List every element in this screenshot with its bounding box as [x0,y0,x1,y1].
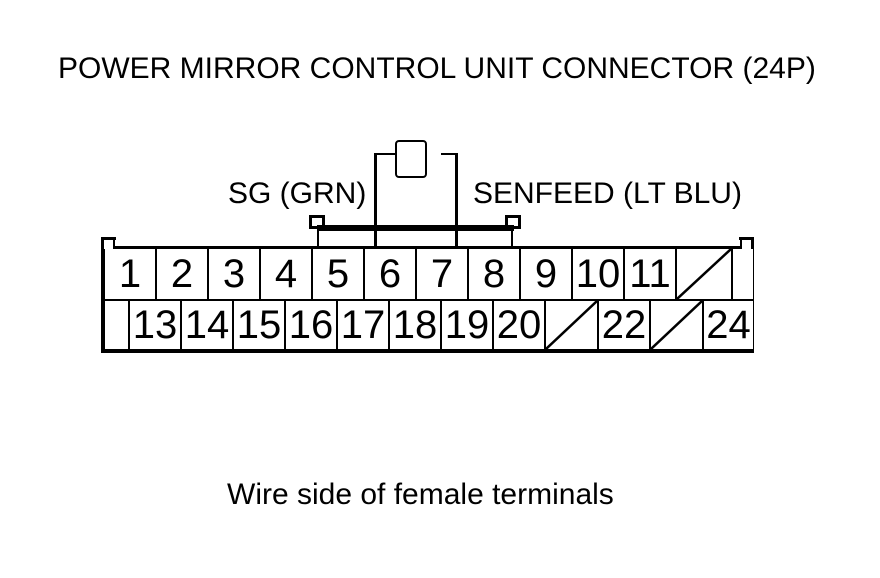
lock-bracket-left-leg [374,153,377,251]
connector-outline-top [113,246,742,249]
lock-bracket-right-leg [455,153,458,251]
diagonal-slash-icon [677,249,731,299]
pin-cell-4: 4 [259,249,311,299]
wire-side-caption: Wire side of female terminals [227,478,614,511]
pin-cell-3: 3 [207,249,259,299]
ridge-bar [317,225,514,231]
pin-cell-17: 17 [336,301,388,349]
pin-cell-11: 11 [623,249,675,299]
pin-label-senfeed: SENFEED (LT BLU) [473,177,742,210]
pin-cell-16: 16 [284,301,336,349]
ridge-right-side [511,231,513,248]
spacer-cell-bottom-left [103,301,128,349]
diagram-title: POWER MIRROR CONTROL UNIT CONNECTOR (24P… [58,52,816,85]
connector-right-tab-top [739,237,754,240]
diagonal-slash-icon [651,301,702,349]
pin-label-sg: SG (GRN) [228,177,367,210]
pin-cell-19: 19 [440,301,492,349]
diagonal-slash-icon [546,301,597,349]
no-pin-cell-23 [649,301,702,349]
connector-lock-tab [395,140,427,178]
spacer-cell-top-right [731,249,753,299]
connector-left-tab-top [101,237,116,240]
pin-cell-6: 6 [363,249,415,299]
pin-cell-5: 5 [311,249,363,299]
connector-right-tab-side [740,238,742,249]
no-pin-cell-21 [544,301,597,349]
lock-bracket-left-arm [374,153,396,155]
pin-cell-24: 24 [702,301,753,349]
pin-cell-18: 18 [388,301,440,349]
pin-cell-8: 8 [467,249,519,299]
pin-cell-22: 22 [597,301,649,349]
pin-cell-15: 15 [232,301,284,349]
connector-outline-bottom [101,349,754,353]
connector-left-tab-side [113,238,115,249]
pin-cell-10: 10 [571,249,623,299]
pin-cell-13: 13 [128,301,180,349]
connector-outline-left [101,237,104,353]
ridge-left-side [317,231,319,248]
pin-cell-14: 14 [180,301,232,349]
pin-cell-7: 7 [415,249,467,299]
no-pin-cell-12 [675,249,731,299]
row-divider [101,299,754,301]
pin-cell-2: 2 [155,249,207,299]
lock-bracket-right-arm [441,153,458,155]
pin-cell-20: 20 [492,301,544,349]
pin-cell-1: 1 [103,249,155,299]
pin-cell-9: 9 [519,249,571,299]
